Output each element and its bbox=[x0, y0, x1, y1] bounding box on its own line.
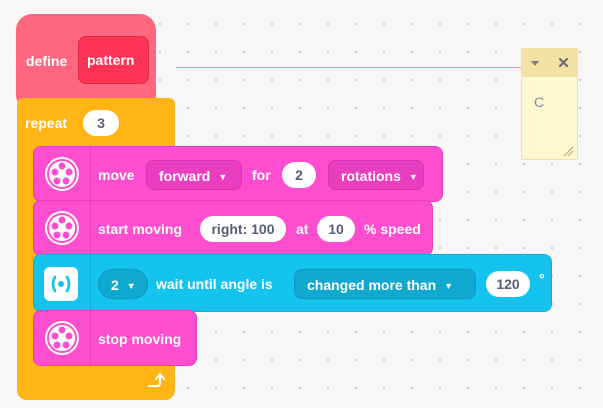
comment-header[interactable] bbox=[522, 49, 577, 77]
chevron-down-icon: ▼ bbox=[408, 172, 418, 182]
condition-dropdown[interactable]: changed more than ▼ bbox=[294, 269, 476, 299]
motor-icon bbox=[45, 321, 79, 355]
resize-handle-icon[interactable] bbox=[562, 145, 574, 157]
degree-unit: ° bbox=[539, 271, 545, 287]
define-name-slot[interactable]: pattern bbox=[78, 36, 149, 84]
stop-moving-icon-cell bbox=[34, 311, 91, 365]
wait-angle-icon-cell bbox=[34, 255, 91, 311]
motor-icon bbox=[45, 211, 79, 245]
define-name: pattern bbox=[87, 52, 135, 68]
comment-text[interactable]: C bbox=[534, 94, 545, 110]
move-block[interactable]: move forward ▼ for 2 rotations ▼ bbox=[33, 146, 443, 202]
stop-moving-block[interactable]: stop moving bbox=[33, 310, 197, 366]
condition-value: changed more than bbox=[307, 277, 437, 293]
angle-value-input[interactable]: 120 bbox=[486, 271, 530, 297]
wait-angle-label: wait until angle is bbox=[156, 276, 273, 292]
start-moving-label: start moving bbox=[98, 221, 183, 237]
start-moving-block[interactable]: start moving right: 100 at 10 % speed bbox=[33, 200, 433, 256]
wait-angle-block[interactable]: 2▼ wait until angle is changed more than… bbox=[33, 254, 552, 312]
stop-moving-label: stop moving bbox=[98, 331, 182, 347]
chevron-down-icon: ▼ bbox=[444, 281, 454, 291]
amount-input[interactable]: 2 bbox=[282, 162, 316, 188]
speed-suffix: % speed bbox=[364, 221, 421, 237]
for-label: for bbox=[252, 167, 271, 183]
port-dropdown[interactable]: 2▼ bbox=[98, 269, 148, 299]
port-value: 2 bbox=[111, 277, 119, 293]
loop-arrow-icon bbox=[148, 373, 165, 387]
at-label: at bbox=[296, 221, 309, 237]
speed-input[interactable]: 10 bbox=[317, 216, 355, 242]
chevron-down-icon: ▼ bbox=[126, 281, 136, 291]
chevron-down-icon: ▼ bbox=[218, 172, 228, 182]
close-icon[interactable] bbox=[558, 57, 569, 68]
angle-sensor-icon bbox=[44, 267, 78, 301]
triangle-down-icon[interactable] bbox=[530, 58, 540, 68]
motor-icon bbox=[45, 157, 79, 191]
move-icon-cell bbox=[34, 147, 91, 201]
start-moving-icon-cell bbox=[34, 201, 91, 255]
define-keyword: define bbox=[26, 53, 68, 69]
move-label: move bbox=[98, 167, 135, 183]
direction-dropdown[interactable]: forward ▼ bbox=[146, 160, 242, 190]
unit-value: rotations bbox=[341, 168, 401, 184]
unit-dropdown[interactable]: rotations ▼ bbox=[328, 160, 424, 190]
direction-value: forward bbox=[159, 168, 211, 184]
repeat-keyword: repeat bbox=[25, 115, 68, 131]
steering-input[interactable]: right: 100 bbox=[200, 216, 286, 242]
comment-connector-line bbox=[176, 67, 522, 68]
repeat-count-input[interactable]: 3 bbox=[83, 110, 119, 136]
